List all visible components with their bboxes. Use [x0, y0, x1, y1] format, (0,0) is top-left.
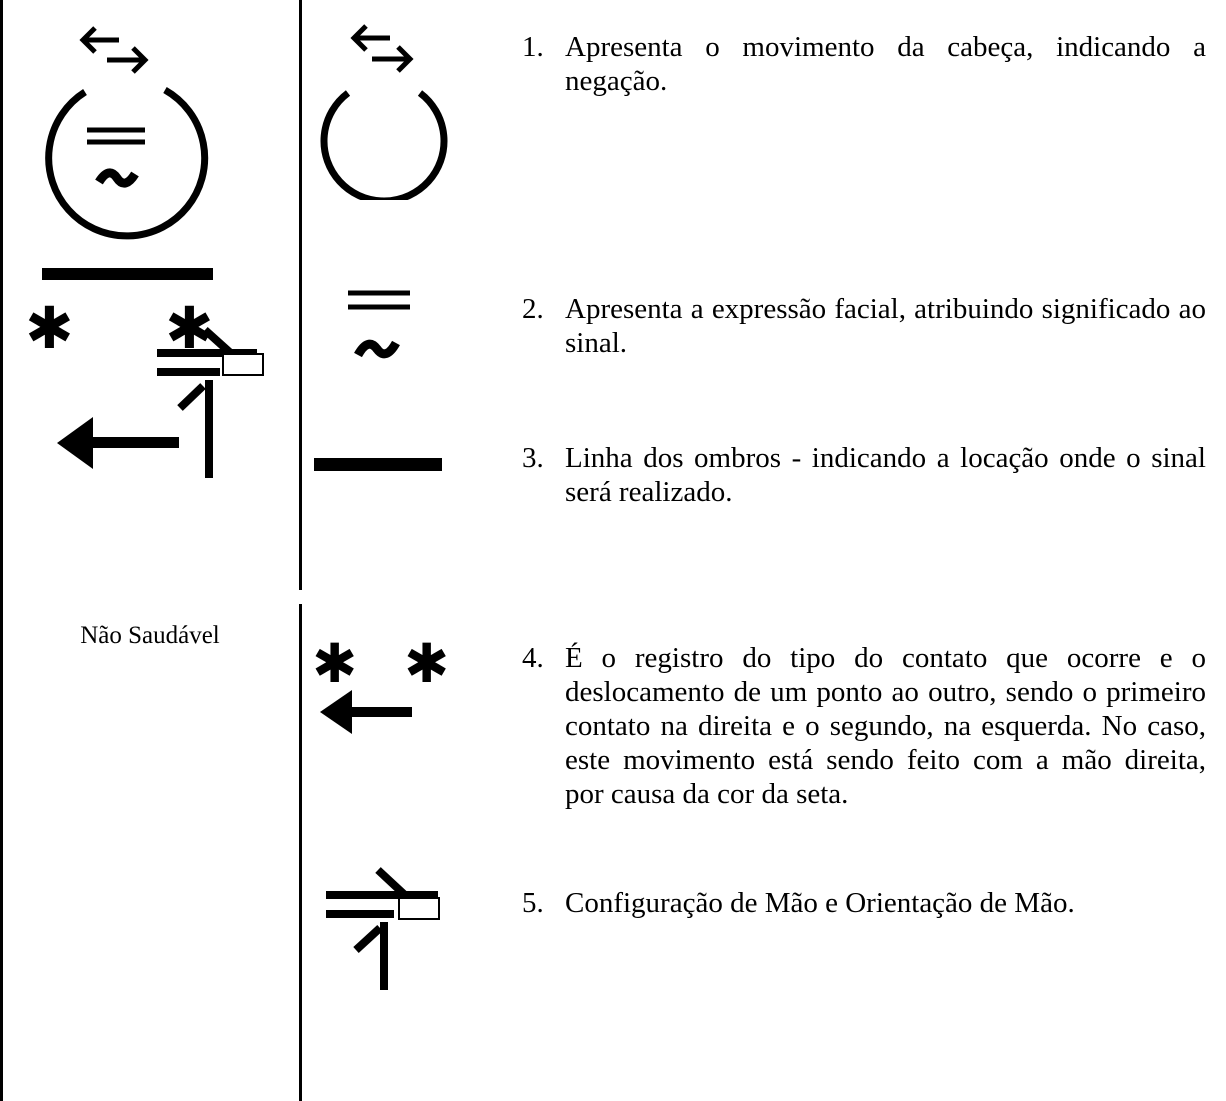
contact-movement-icon: ✱ ✱ — [25, 294, 214, 469]
svg-text:✱: ✱ — [312, 632, 357, 695]
contact-movement-icon: ✱ ✱ — [312, 632, 449, 734]
item-text: Apresenta a expressão facial, atribuindo… — [565, 293, 1206, 359]
item-number: 3. — [522, 442, 544, 474]
item-text: Linha dos ombros - indicando a locação o… — [565, 442, 1206, 508]
item-text: Apresenta o movimento da cabeça, indican… — [565, 31, 1206, 97]
column-divider-lower — [299, 604, 302, 1101]
list-item: 1. Apresenta o movimento da cabeça, indi… — [522, 30, 1206, 98]
svg-text:✱: ✱ — [404, 632, 449, 695]
list-item: 4. É o registro do tipo do contato que o… — [522, 641, 1206, 811]
svg-text:✱: ✱ — [25, 294, 74, 362]
item-text: Configuração de Mão e Orientação de Mão. — [565, 887, 1075, 919]
item-text: É o registro do tipo do contato que ocor… — [565, 642, 1206, 810]
sign-caption: Não Saudável — [80, 622, 220, 649]
hand-configuration-icon — [326, 867, 440, 990]
full-sign-glyph: ✱ ✱ — [25, 26, 264, 478]
left-border — [0, 0, 3, 1101]
item-number: 1. — [522, 31, 544, 63]
item-number: 2. — [522, 293, 544, 325]
list-item: 3. Linha dos ombros - indicando a locaçã… — [522, 441, 1206, 509]
column-divider-upper — [299, 0, 302, 590]
shoulder-line-icon — [314, 458, 442, 471]
head-movement-icon — [45, 26, 209, 240]
facial-expression-icon — [348, 290, 410, 359]
head-movement-icon — [320, 24, 448, 200]
list-item: 2. Apresenta a expressão facial, atribui… — [522, 292, 1206, 360]
hand-configuration-icon — [157, 327, 264, 478]
item-number: 5. — [522, 887, 544, 919]
shoulder-line-icon — [42, 268, 213, 280]
item-number: 4. — [522, 642, 544, 674]
facial-expression-icon — [87, 127, 145, 188]
list-item: 5. Configuração de Mão e Orientação de M… — [522, 886, 1206, 920]
